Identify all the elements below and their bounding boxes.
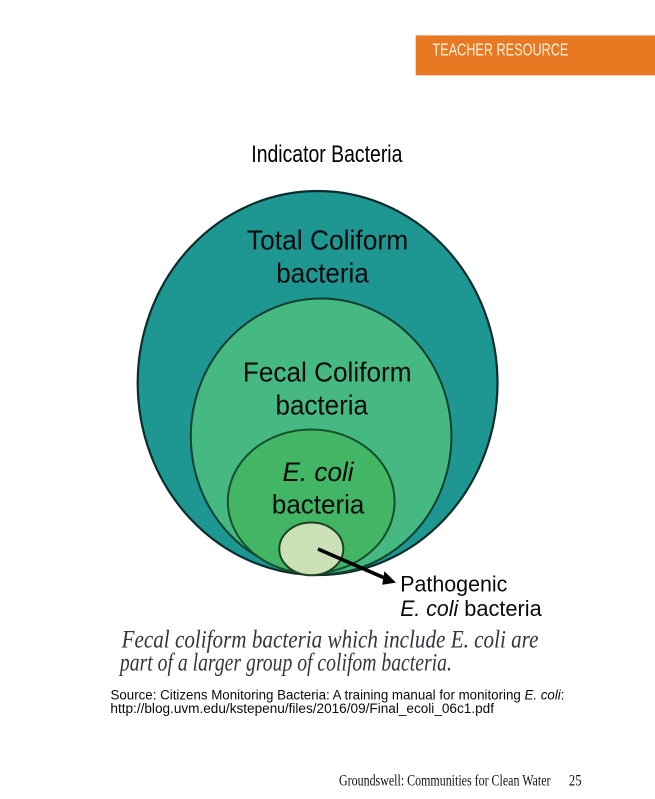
svg-text:bacteria: bacteria — [276, 389, 369, 420]
svg-text:Source: Citizens Monitoring Ba: Source: Citizens Monitoring Bacteria: A … — [111, 687, 565, 702]
svg-text:E. coli: E. coli — [283, 457, 355, 487]
svg-text:25: 25 — [569, 773, 582, 790]
svg-text:E. coli bacteria: E. coli bacteria — [400, 596, 542, 621]
svg-text:Fecal coliform bacteria which: Fecal coliform bacteria which include E.… — [121, 627, 539, 654]
svg-text:Groundswell: Communities for C: Groundswell: Communities for Clean Water — [339, 773, 551, 790]
svg-text:Fecal Coliform: Fecal Coliform — [243, 356, 412, 387]
svg-text:TEACHER RESOURCE: TEACHER RESOURCE — [432, 40, 568, 60]
svg-text:Pathogenic: Pathogenic — [400, 571, 507, 596]
svg-text:bacteria: bacteria — [276, 257, 369, 288]
svg-text:bacteria: bacteria — [272, 489, 365, 519]
svg-text:http://blog.uvm.edu/kstepenu/f: http://blog.uvm.edu/kstepenu/files/2016/… — [110, 701, 494, 716]
svg-text:part of a larger group of coli: part of a larger group of colifom bacter… — [118, 649, 452, 676]
svg-text:Total Coliform: Total Coliform — [247, 224, 408, 255]
svg-text:Indicator Bacteria: Indicator Bacteria — [251, 141, 402, 168]
